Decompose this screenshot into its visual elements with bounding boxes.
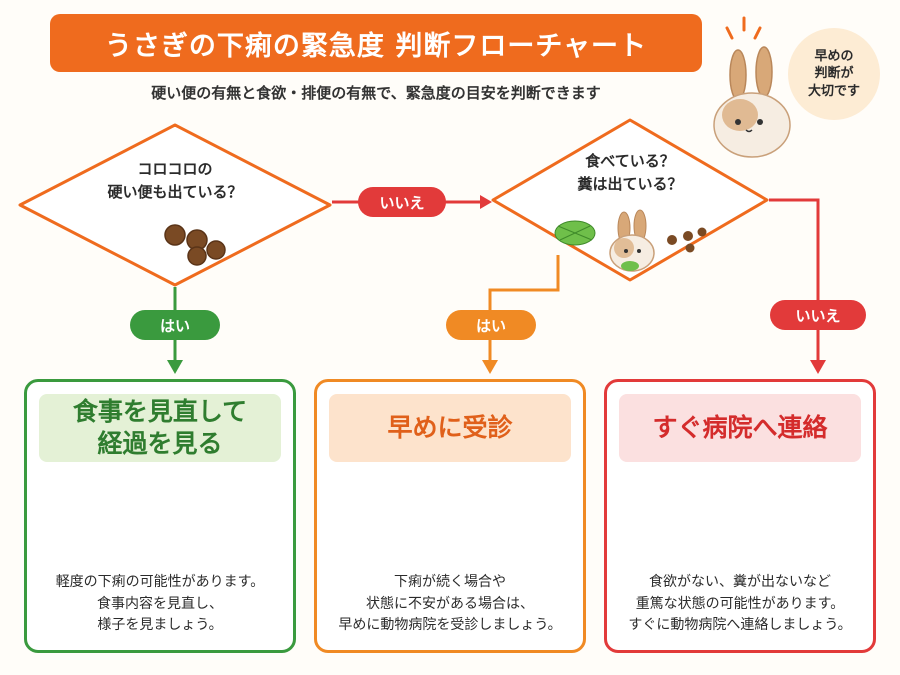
result-3-description: 食欲がない、糞が出ないなど 重篤な状態の可能性があります。 すぐに動物病院へ連絡… (611, 572, 869, 637)
question-1-line-1: コロコロの (137, 160, 213, 178)
pellets-small-icon (667, 227, 707, 253)
edge-label-q2-yes: はい (446, 310, 536, 340)
question-2-line-2: 糞は出ている？ (577, 174, 683, 193)
edge-label-q1-yes: はい (130, 310, 220, 340)
pellets-icon (164, 224, 226, 266)
result-3-desc-line-3: すぐに動物病院へ連絡しましょう。 (628, 617, 852, 634)
result-2-desc-line-2: 状態に不安がある場合は、 (366, 595, 534, 612)
result-2-desc-line-3: 早めに動物病院を受診しましょう。 (338, 617, 562, 634)
result-card-1: 食事を見直して 経過を見る 軽度の下痢の可能性があります。 食事内容を見直し、 … (24, 379, 296, 653)
result-1-description: 軽度の下痢の可能性があります。 食事内容を見直し、 様子を見ましょう。 (31, 572, 289, 637)
result-2-desc-line-1: 下痢が続く場合や (394, 574, 506, 590)
decision-diamond-1 (18, 123, 332, 287)
result-3-desc-line-2: 重篤な状態の可能性があります。 (635, 595, 845, 612)
bubble-line-3: 大切です (807, 83, 860, 99)
result-2-title-line-1: 早めに受診 (387, 412, 513, 442)
result-3-title-line-1: すぐ病院へ連絡 (652, 412, 828, 442)
result-3-desc-line-1: 食欲がない、糞が出ないなど (649, 574, 831, 590)
result-1-title-line-2: 経過を見る (97, 429, 223, 458)
speech-bubble: 早めの 判断が 大切です (788, 28, 880, 120)
question-1-line-2: 硬い便も出ている？ (107, 182, 243, 201)
bubble-line-1: 早めの (814, 48, 854, 64)
bubble-line-2: 判断が (814, 66, 854, 82)
hay-icon (554, 220, 596, 246)
rabbit-mascot-icon (713, 46, 791, 158)
eating-rabbit-icon (609, 209, 655, 272)
title-banner: うさぎの下痢の緊急度 判断フローチャート (50, 14, 702, 72)
result-2-description: 下痢が続く場合や 状態に不安がある場合は、 早めに動物病院を受診しましょう。 (321, 572, 579, 637)
edge-label-q1-no: いいえ (358, 187, 446, 217)
result-1-title-line-1: 食事を見直して (72, 396, 248, 426)
result-1-desc-line-2: 食事内容を見直し、 (97, 595, 223, 612)
result-card-3: すぐ病院へ連絡 食欲がない、糞が出ないなど 重篤な状態の可能性があります。 すぐ… (604, 379, 876, 653)
result-card-2: 早めに受診 下痢が続く場合や 状態に不安がある場合は、 早めに動物病院を受診しま… (314, 379, 586, 653)
question-2-line-1: 食べている？ (585, 152, 675, 170)
result-2-title: 早めに受診 (329, 394, 571, 462)
subtitle: 硬い便の有無と食欲・排便の有無で、緊急度の目安を判断できます (151, 84, 601, 102)
question-2-text: 食べている？ 糞は出ている？ (540, 150, 720, 195)
question-1-text: コロコロの 硬い便も出ている？ (65, 158, 285, 203)
edge-label-q2-no: いいえ (770, 300, 866, 330)
alert-lines-icon (725, 16, 762, 40)
page-title: うさぎの下痢の緊急度 判断フローチャート (104, 30, 648, 62)
result-1-desc-line-3: 様子を見ましょう。 (97, 617, 223, 634)
edge-q2-no (769, 198, 826, 374)
result-1-title: 食事を見直して 経過を見る (39, 394, 281, 462)
result-1-desc-line-1: 軽度の下痢の可能性があります。 (55, 574, 265, 590)
result-3-title: すぐ病院へ連絡 (619, 394, 861, 462)
